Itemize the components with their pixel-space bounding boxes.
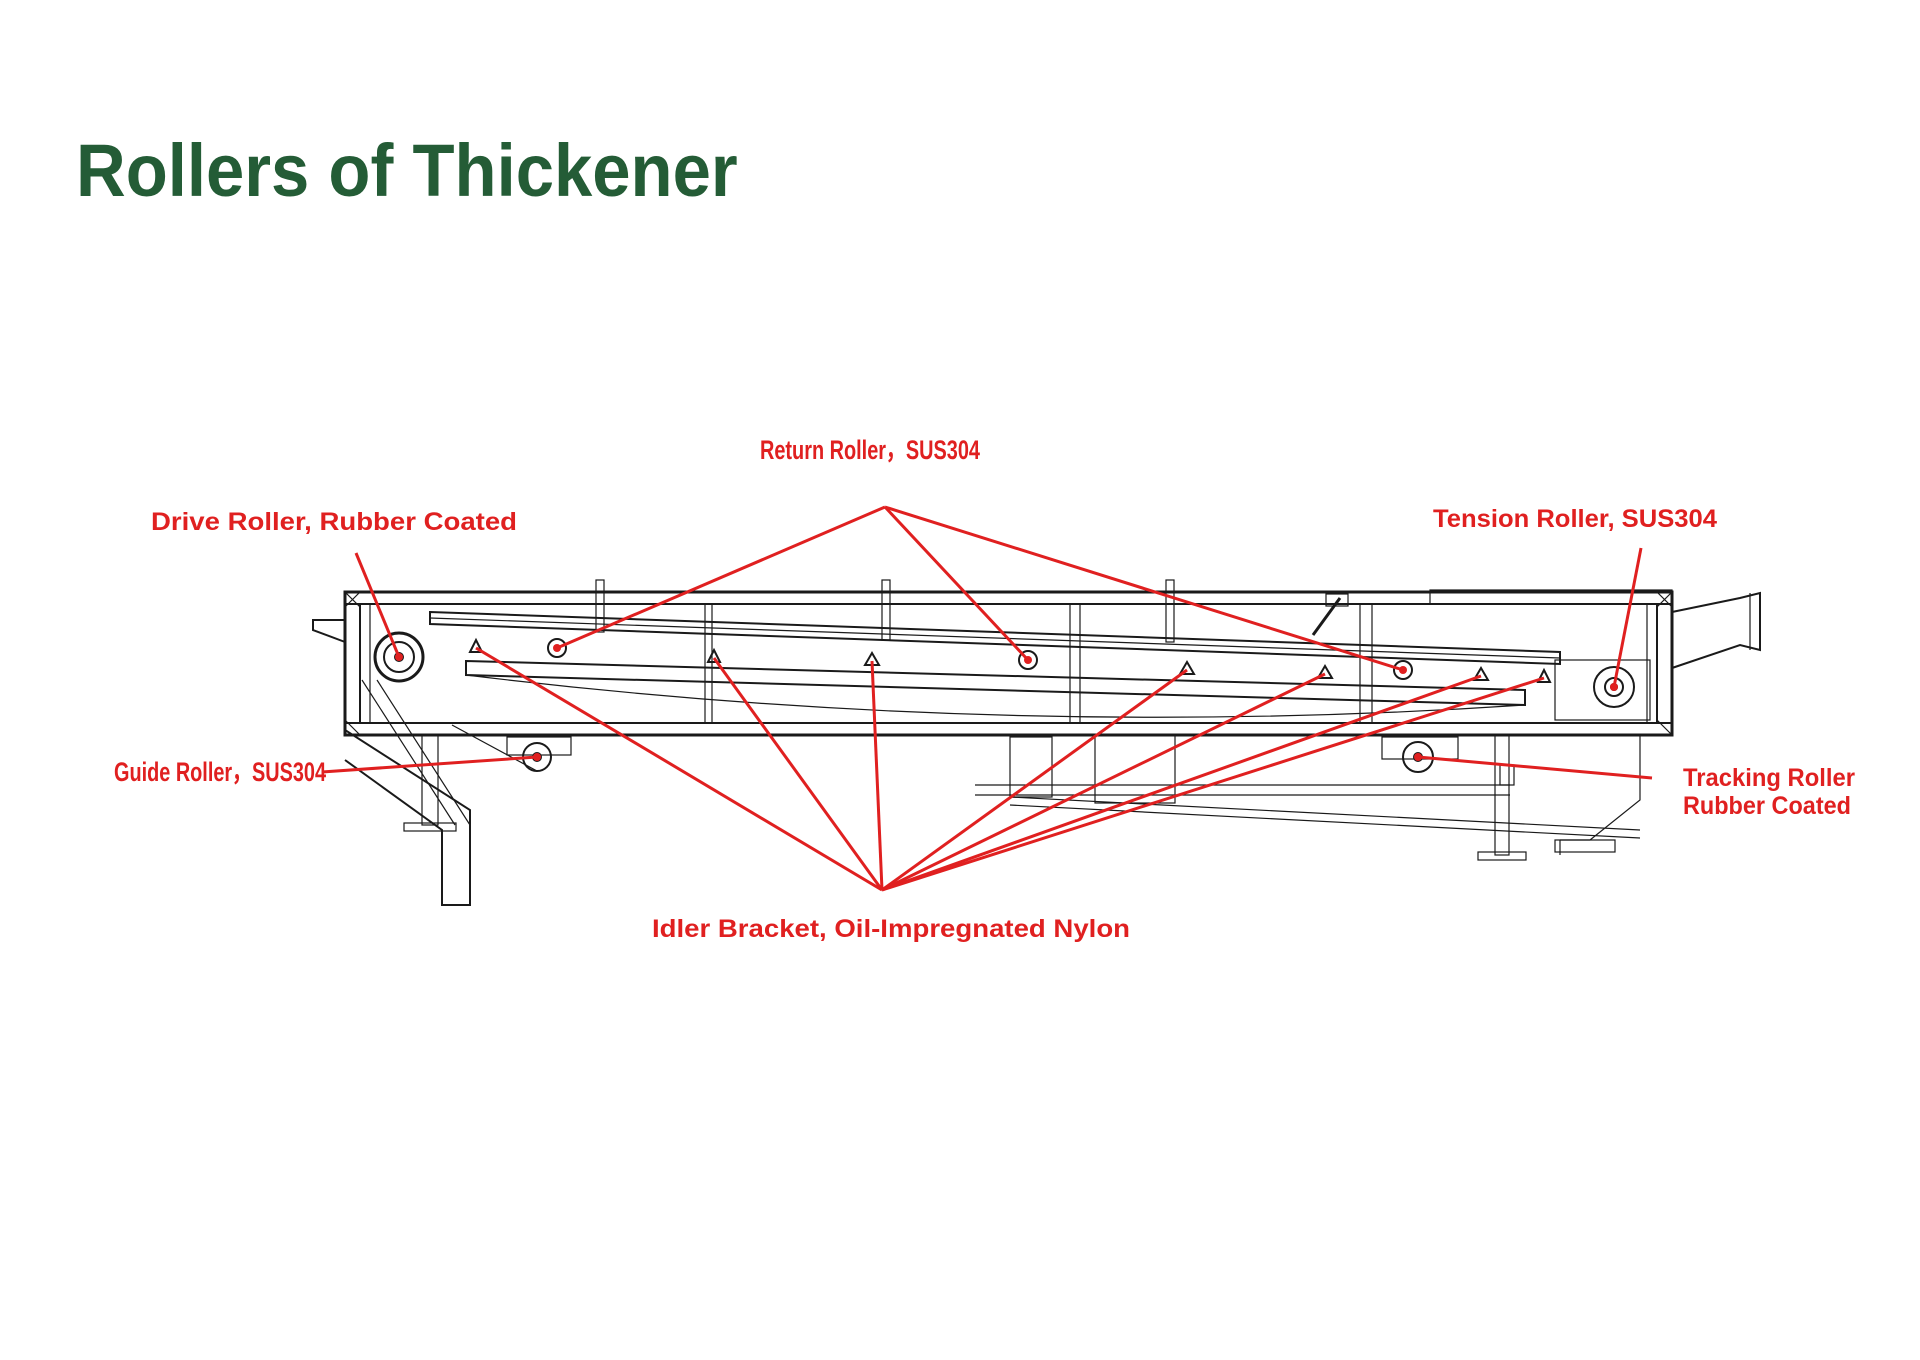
- callout-labels: Return Roller，SUS304 Drive Roller, Rubbe…: [114, 435, 1855, 943]
- return-roller-label: Return Roller，SUS304: [760, 435, 980, 465]
- guide-roller-label: Guide Roller，SUS304: [114, 757, 326, 787]
- tension-roller-label: Tension Roller, SUS304: [1433, 505, 1717, 533]
- tracking-roller-label-line2: Rubber Coated: [1683, 792, 1851, 820]
- thickener-frame-drawing: [312, 579, 1761, 906]
- tracking-roller-label-line1: Tracking Roller: [1683, 764, 1855, 792]
- idler-bracket-label: Idler Bracket, Oil-Impregnated Nylon: [652, 915, 1130, 943]
- drive-roller-label: Drive Roller, Rubber Coated: [151, 508, 517, 536]
- page-title: Rollers of Thickener: [76, 129, 738, 212]
- leader-lines: [321, 505, 1653, 892]
